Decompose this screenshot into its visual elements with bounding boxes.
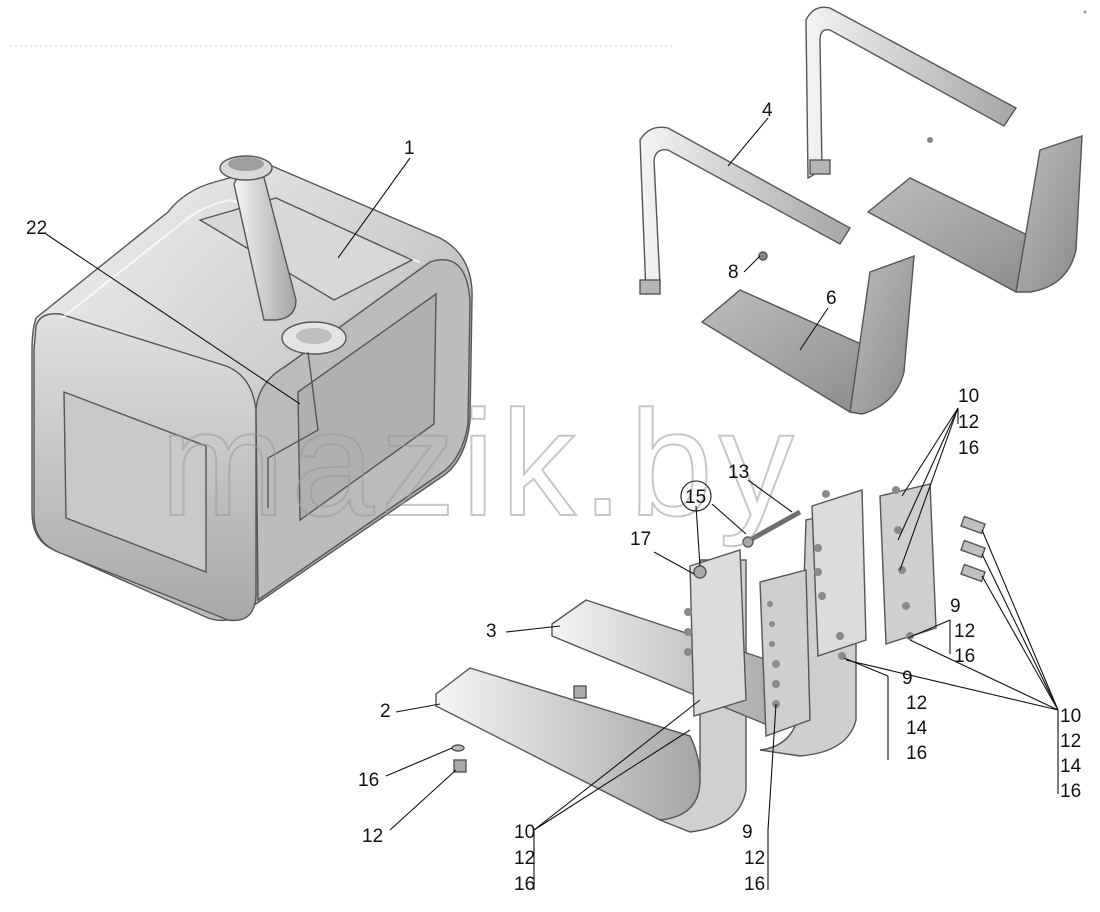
stack-10-top: 10 — [958, 386, 979, 407]
stack-14-low: 14 — [1060, 756, 1082, 777]
nut-rear — [927, 137, 933, 143]
nut-12 — [453, 759, 467, 773]
stack-16-bottom-2: 16 — [744, 874, 765, 895]
bolt-13 — [742, 509, 802, 548]
stack-16-top: 16 — [958, 438, 979, 459]
stack-14-mid: 14 — [906, 718, 928, 739]
strap-4-rear — [805, 6, 1018, 180]
stack-9-bottom: 9 — [742, 822, 753, 843]
stack-12-top: 12 — [958, 412, 979, 433]
callout-22: 22 — [26, 218, 47, 239]
watermark-text: mazik.by — [160, 379, 800, 547]
stack-10-low: 10 — [1060, 706, 1081, 727]
stack-16-right: 16 — [954, 646, 975, 667]
corner-mark — [1083, 10, 1087, 14]
callout-16: 16 — [358, 770, 379, 791]
nut-center — [573, 685, 587, 699]
callout-3: 3 — [486, 621, 497, 642]
callout-12: 12 — [362, 826, 383, 847]
callout-1: 1 — [404, 138, 415, 159]
leader-lines — [45, 117, 1059, 890]
stack-10-bottom: 10 — [514, 822, 535, 843]
stack-12-right: 12 — [954, 621, 975, 642]
washer-16 — [451, 744, 465, 752]
stack-9-mid: 9 — [902, 668, 913, 689]
callout-8: 8 — [728, 262, 739, 283]
stack-12-mid: 12 — [906, 693, 927, 714]
callout-4: 4 — [762, 100, 773, 121]
strap-4-front — [639, 126, 851, 296]
callout-2: 2 — [380, 701, 391, 722]
vertical-plate-right — [811, 483, 937, 657]
nut-8 — [758, 251, 768, 261]
stack-16-low: 16 — [1060, 781, 1081, 802]
loose-bolts — [960, 515, 986, 583]
stack-16-mid: 16 — [906, 743, 927, 764]
callout-17: 17 — [630, 529, 651, 550]
stack-12-bottom: 12 — [514, 848, 535, 869]
stack-16-bottom: 16 — [514, 874, 535, 895]
bolt-holes — [684, 486, 914, 708]
stack-12-bottom-2: 12 — [744, 848, 765, 869]
callout-6: 6 — [826, 288, 837, 309]
callouts: 1 22 4 8 6 13 15 17 3 2 16 12 10 12 16 9… — [26, 100, 1082, 895]
stack-12-low: 12 — [1060, 731, 1081, 752]
callout-15-circle — [680, 480, 712, 512]
pad-6-front — [700, 254, 915, 415]
fuel-tank — [31, 155, 473, 622]
stack-9-right: 9 — [950, 596, 961, 617]
callout-15: 15 — [685, 487, 706, 508]
washer-17 — [693, 565, 707, 579]
vertical-plate-left — [689, 549, 811, 737]
pad-6-rear — [866, 135, 1083, 293]
callout-13: 13 — [728, 462, 749, 483]
